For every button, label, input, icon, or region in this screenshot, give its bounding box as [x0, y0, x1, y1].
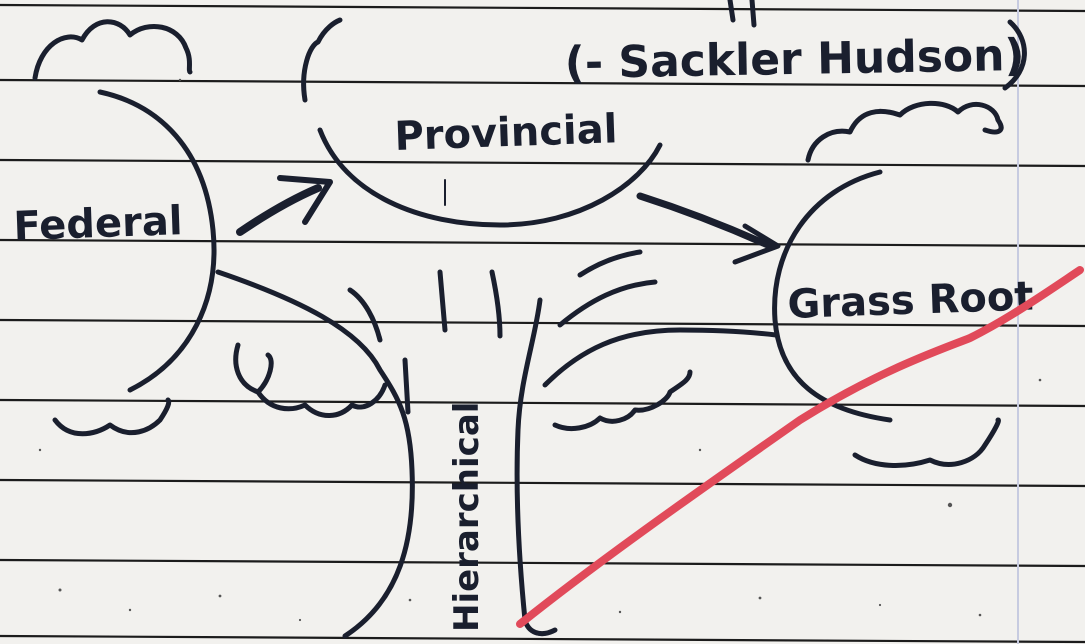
label-citation: (- Sackler Hudson) [564, 30, 1025, 89]
arrow-federal-to-provincial-head [277, 175, 333, 225]
label-federal: Federal [13, 198, 184, 250]
arrow-provincial-to-grass-root [636, 192, 774, 250]
ink-drawing [32, 0, 1027, 639]
ruled-lines [0, 3, 1085, 644]
federal-cloud [32, 19, 217, 437]
citation-bracket [1002, 19, 1027, 91]
label-grass-root: Grass Root [787, 273, 1034, 328]
citation-bracket-top [727, 0, 757, 28]
provincial-cloud [301, 17, 663, 228]
red-strike-line [516, 266, 1084, 628]
arrow-federal-to-provincial [236, 184, 322, 236]
label-hierarchical: Hierarchical [447, 402, 487, 632]
label-provincial: Provincial [394, 106, 618, 160]
tree-drawing [215, 249, 779, 639]
arrow-provincial-to-grass-root-head [732, 223, 781, 265]
